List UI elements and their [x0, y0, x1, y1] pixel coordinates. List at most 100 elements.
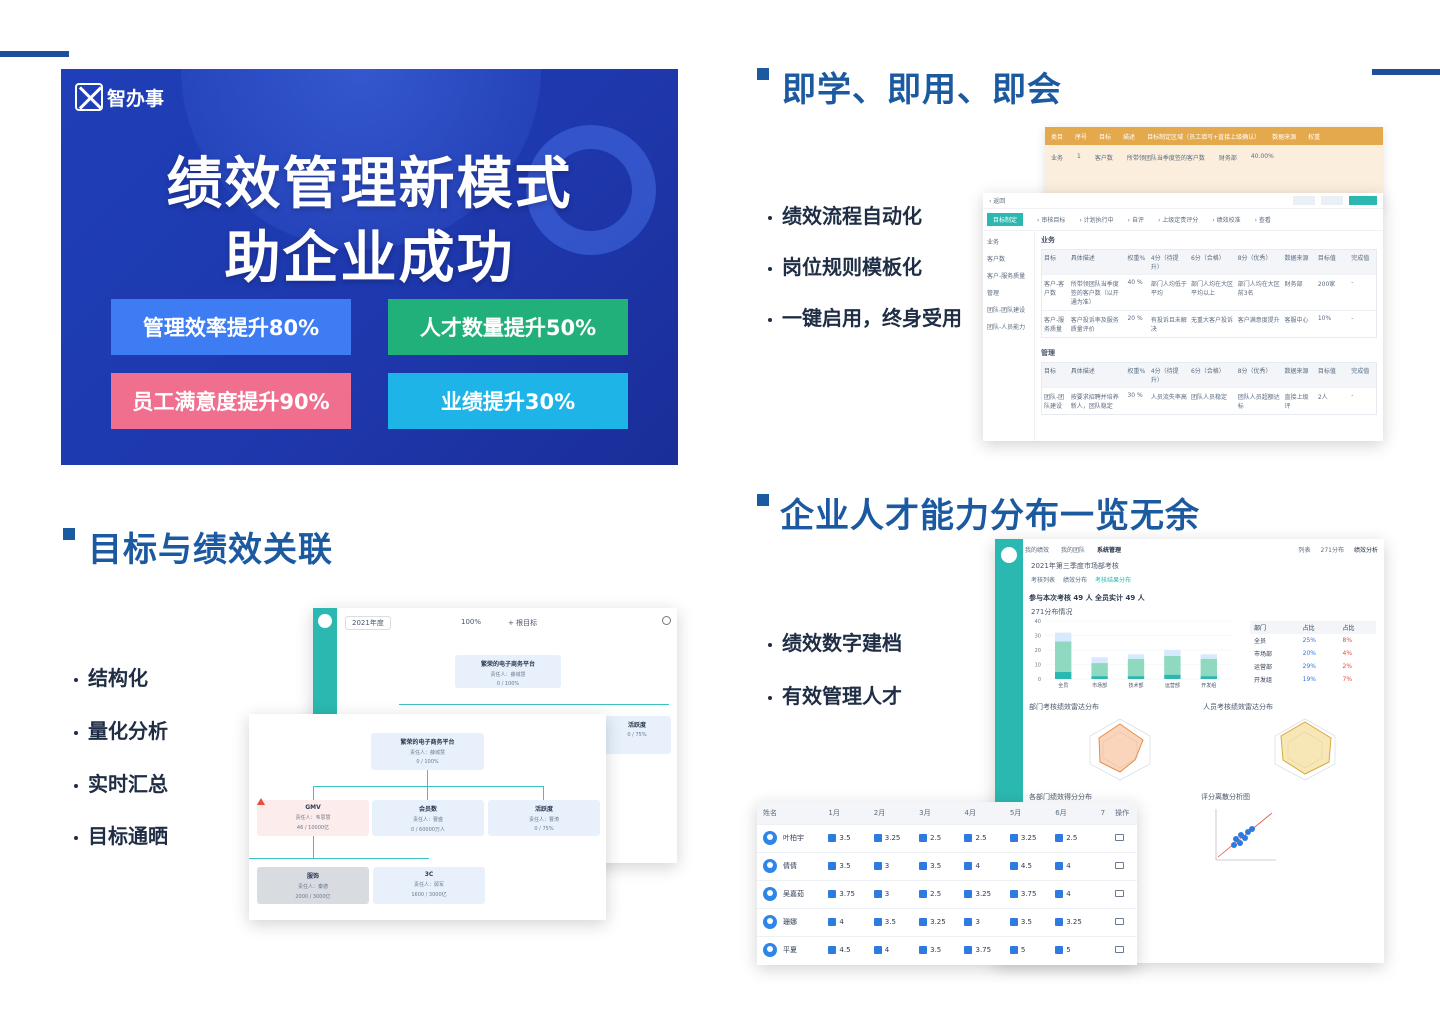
grid-column-header: 权重% [1127, 368, 1146, 375]
root-goal-node[interactable]: 繁荣的电子商务平台 责任人：薛城慧 0 / 100% [371, 733, 484, 770]
bar-segment[interactable] [1055, 671, 1072, 679]
bar-segment[interactable] [1200, 658, 1217, 677]
goal-node-apparel[interactable]: 服饰 责任人：秦德 2000 / 3000亿 [257, 867, 369, 904]
goal-node-gmv[interactable]: GMV 责任人：韦思慧 46 / 10000亿 [257, 800, 369, 836]
month-tag-icon [873, 862, 882, 870]
month-tag-icon [919, 834, 928, 842]
grid-row[interactable]: 客户-客户数所带领团队当季度签的客户数（以开通为准）40 %部门人均低于平均部门… [1042, 274, 1376, 310]
subtab-distribution[interactable]: 绩效分布 [1063, 577, 1088, 584]
detail-icon[interactable] [1115, 861, 1125, 869]
detail-icon[interactable] [1115, 945, 1125, 953]
section-label-management: 管理 [1041, 349, 1055, 357]
avatar[interactable] [1001, 547, 1017, 563]
workflow-step[interactable]: › 上级定责评分 [1157, 217, 1199, 224]
employee-name: 倩倩 [783, 862, 797, 870]
zoom-level[interactable]: 100% [461, 618, 482, 626]
view-analysis[interactable]: 绩效分析 [1353, 547, 1378, 554]
month-tag-icon [873, 890, 882, 898]
goal-node-members[interactable]: 会员数 责任人：曹盛 0 / 60000万人 [372, 800, 484, 836]
workflow-step[interactable]: › 审核目标 [1037, 217, 1066, 224]
subtab-list[interactable]: 考核列表 [1031, 577, 1056, 584]
year-select[interactable]: 2021年度 [345, 616, 391, 630]
view-list[interactable]: 列表 [1298, 547, 1311, 554]
bar-segment[interactable] [1164, 650, 1181, 656]
grid-cell: - [1351, 279, 1354, 286]
scatter-title: 评分离散分析图 [1201, 793, 1250, 801]
sheet-sidebar-item[interactable]: 团队-人员能力 [987, 324, 1026, 331]
grid-column-header: 目标 [1044, 368, 1057, 375]
goal-node-activity[interactable]: 活跃度 责任人：曹涛 0 / 75% [488, 800, 600, 836]
bar-segment[interactable] [1055, 641, 1072, 672]
bar-segment[interactable] [1200, 676, 1217, 679]
x-tick-label: 全员 [1058, 682, 1068, 689]
grid-column-header: 4分（待提升） [1150, 255, 1179, 271]
workflow-step[interactable]: › 计划执行中 [1079, 217, 1114, 224]
month-tag-icon [873, 918, 882, 926]
x-tick-label: 运营部 [1165, 682, 1180, 689]
view-271[interactable]: 271分布 [1320, 547, 1344, 554]
top-left-accent-line [0, 51, 69, 57]
bar-segment[interactable] [1164, 655, 1181, 675]
sheet-sidebar-item[interactable]: 客户-服务质量 [987, 273, 1026, 280]
goal-node-3c[interactable]: 3C 责任人：顾军 1600 / 3000亿 [373, 867, 485, 904]
dept-cell: 19% [1302, 676, 1316, 683]
dept-cell: 全员 [1254, 638, 1267, 645]
tab-my-team[interactable]: 我的团队 [1061, 547, 1086, 554]
root-goal-node[interactable]: 繁荣的电子商务平台 责任人：薛城慧 0 / 100% [455, 655, 561, 688]
month-tag-icon [1055, 946, 1064, 955]
submit-button[interactable] [1349, 196, 1377, 205]
goal-node-activity[interactable]: 活跃度 0 / 75% [603, 716, 671, 754]
avatar[interactable] [318, 614, 332, 628]
add-root-goal-button[interactable]: + 根目标 [508, 619, 538, 627]
bar-segment[interactable] [1091, 657, 1108, 664]
workflow-step[interactable]: › 绩效校准 [1212, 217, 1241, 224]
workflow-step[interactable]: › 自评 [1127, 217, 1144, 224]
bar-segment[interactable] [1127, 676, 1145, 679]
subtab-result[interactable]: 考核结果分布 [1095, 577, 1132, 584]
workflow-step[interactable]: 目标制定 [987, 213, 1024, 226]
score-value: 4 [884, 946, 890, 955]
bar-segment[interactable] [1091, 663, 1108, 677]
score-value: 3.5 [930, 946, 942, 955]
dept-score-distribution-title: 各部门绩效得分分布 [1029, 793, 1092, 801]
month-tag-icon [828, 918, 837, 926]
tab-system[interactable]: 系统管理 [1097, 547, 1122, 554]
grid-cell: 团队人员稳定 [1190, 394, 1227, 401]
ratio-col-header: 占比 [1302, 625, 1315, 632]
hero-banner: 智办事 绩效管理新模式 助企业成功 管理效率提升80% 人才数量提升50% 员工… [61, 69, 678, 465]
sheet-sidebar-item[interactable]: 业务 [987, 239, 1000, 246]
detail-icon[interactable] [1115, 889, 1125, 897]
bar-segment[interactable] [1200, 654, 1217, 659]
bar-segment[interactable] [1091, 676, 1108, 679]
bar-segment[interactable] [1164, 674, 1181, 679]
score-scatter-chart [1215, 809, 1276, 861]
month-tag-icon [964, 862, 973, 870]
sheet-sidebar-item[interactable]: 管理 [987, 290, 1000, 297]
bar-segment[interactable] [1055, 632, 1072, 642]
grid-cell: 客户-客户数 [1044, 281, 1065, 297]
tab-my-performance[interactable]: 我的绩效 [1025, 547, 1050, 554]
detail-icon[interactable] [1115, 917, 1125, 925]
bar-segment[interactable] [1127, 658, 1145, 677]
management-goals-grid: 目标具体描述权重%4分（待提升）6分（合格）8分（优秀）数据来源目标值完成值团队… [1041, 362, 1377, 415]
sheet-sidebar-item[interactable]: 团队-团队建设 [987, 307, 1026, 314]
help-icon[interactable] [662, 616, 671, 625]
score-value: 3.25 [1020, 834, 1037, 842]
form-action-button[interactable] [1293, 196, 1315, 205]
form-action-button[interactable] [1321, 196, 1343, 205]
detail-icon[interactable] [1115, 833, 1125, 841]
chart-title: 271分布情况 [1031, 608, 1073, 616]
month-tag-icon [919, 862, 928, 870]
back-link[interactable]: ‹ 返回 [989, 198, 1006, 205]
workflow-step[interactable]: › 查看 [1254, 217, 1271, 224]
bar-segment[interactable] [1127, 654, 1145, 659]
sheet-sidebar-item[interactable]: 客户数 [987, 256, 1006, 263]
